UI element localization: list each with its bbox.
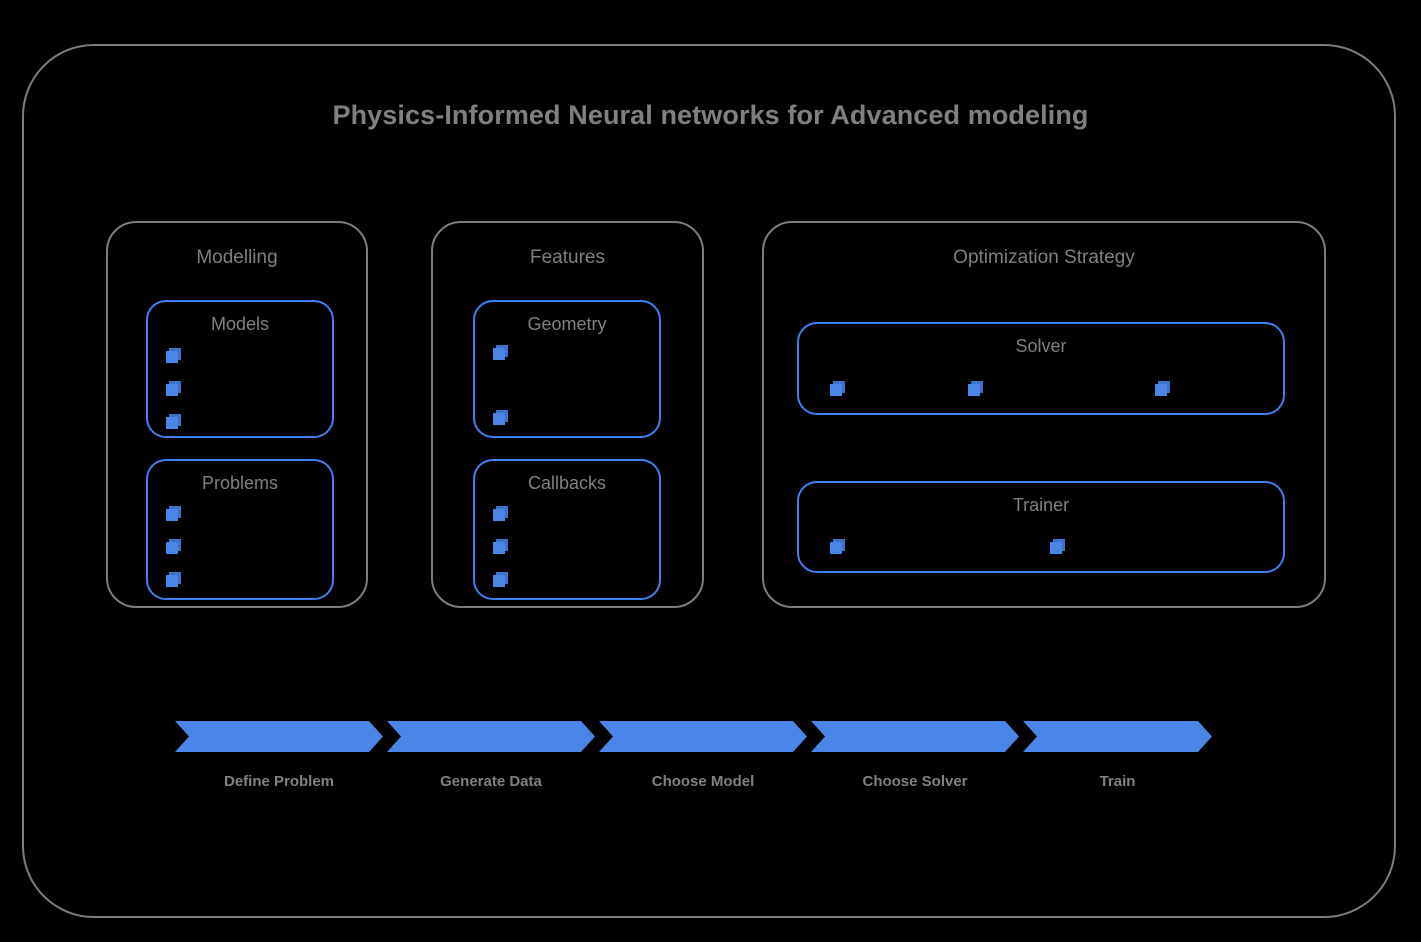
cube-icon (166, 539, 181, 554)
pipeline-arrow-4[interactable] (811, 721, 1019, 752)
box-problems[interactable]: Problems (146, 459, 334, 600)
cube-icon (493, 410, 508, 425)
pipeline-arrows (175, 721, 1212, 752)
cube-icon (493, 539, 508, 554)
cube-front-face (166, 384, 178, 396)
pipeline-label-define-problem: Define Problem (223, 773, 335, 790)
cube-icon (830, 539, 845, 554)
box-title-problems: Problems (201, 473, 279, 493)
box-title-callbacks: Callbacks (527, 473, 607, 493)
cube-icon (166, 506, 181, 521)
box-title-geometry: Geometry (527, 314, 607, 334)
box-models[interactable]: Models (146, 300, 334, 438)
cube-front-face (166, 575, 178, 587)
box-geometry[interactable]: Geometry (473, 300, 661, 438)
box-trainer[interactable]: Trainer (797, 481, 1285, 573)
cube-front-face (166, 542, 178, 554)
cube-front-face (493, 542, 505, 554)
cube-front-face (830, 542, 842, 554)
cube-front-face (493, 348, 505, 360)
group-features: Features (431, 221, 704, 608)
cube-front-face (166, 351, 178, 363)
pipeline-label-generate-data: Generate Data (440, 773, 542, 790)
pipeline-label-choose-solver: Choose Solver (862, 773, 968, 790)
box-title-trainer: Trainer (1012, 495, 1070, 515)
cube-icon (493, 506, 508, 521)
cube-icon (830, 381, 845, 396)
pipeline-arrow-3[interactable] (599, 721, 807, 752)
cube-icon (493, 572, 508, 587)
cube-front-face (968, 384, 980, 396)
cube-front-face (830, 384, 842, 396)
cube-icon (166, 381, 181, 396)
cube-front-face (493, 509, 505, 521)
group-title-modelling: Modelling (196, 247, 278, 268)
group-modelling: Modelling (106, 221, 368, 608)
cube-icon (166, 414, 181, 429)
box-callbacks[interactable]: Callbacks (473, 459, 661, 600)
cube-front-face (166, 509, 178, 521)
cube-front-face (493, 575, 505, 587)
page-title: Physics-Informed Neural networks for Adv… (332, 100, 1089, 130)
group-optimization-strategy: Optimization Strategy (762, 221, 1326, 608)
cube-front-face (166, 417, 178, 429)
cube-front-face (493, 413, 505, 425)
group-title-optimization: Optimization Strategy (953, 247, 1135, 268)
box-title-models: Models (210, 314, 270, 334)
pipeline-label-train: Train (1099, 773, 1136, 790)
box-title-solver: Solver (1015, 336, 1067, 356)
cube-icon (493, 345, 508, 360)
cube-icon (968, 381, 983, 396)
pipeline-label-choose-model: Choose Model (651, 773, 755, 790)
pipeline-arrow-2[interactable] (387, 721, 595, 752)
cube-icon (1155, 381, 1170, 396)
cube-front-face (1050, 542, 1062, 554)
pipeline-arrow-5[interactable] (1023, 721, 1212, 752)
pipeline-arrow-1[interactable] (175, 721, 383, 752)
cube-icon (1050, 539, 1065, 554)
cube-icon (166, 572, 181, 587)
cube-icon (166, 348, 181, 363)
outer-frame (22, 44, 1396, 918)
cube-front-face (1155, 384, 1167, 396)
box-solver[interactable]: Solver (797, 322, 1285, 415)
group-title-features: Features (530, 247, 605, 268)
